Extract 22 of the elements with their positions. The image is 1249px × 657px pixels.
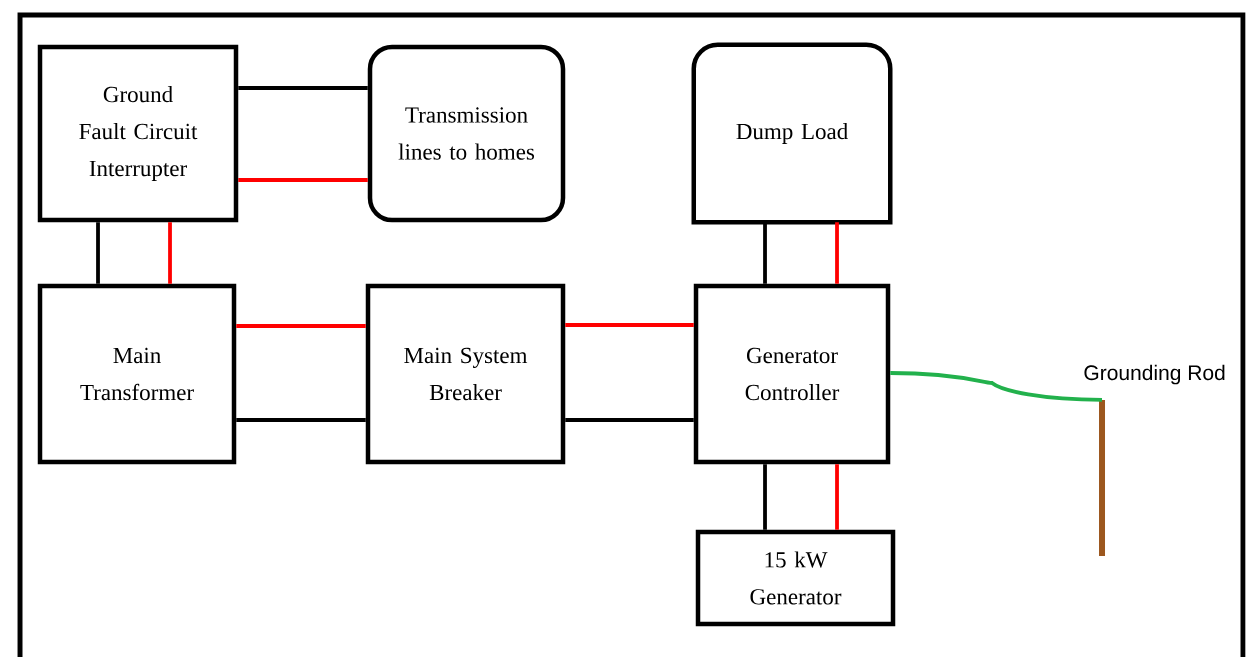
wire <box>236 418 366 422</box>
wire <box>835 222 839 284</box>
breaker-box: Ground Fault Circuit Interrupter <box>37 44 239 223</box>
wire <box>835 464 839 530</box>
wire <box>238 178 368 182</box>
wire <box>96 222 100 284</box>
wire <box>236 324 366 328</box>
transformer-box: Main Transformer <box>37 283 237 465</box>
wire <box>763 222 767 284</box>
controller-box: Generator Controller <box>693 283 891 465</box>
wire <box>565 418 694 422</box>
breaker-box: Main System Breaker <box>365 283 566 465</box>
ground-wire <box>890 371 1103 402</box>
rounded-box: Transmission lines to homes <box>367 44 566 223</box>
wire <box>763 464 767 530</box>
rod-label: Grounding Rod <box>1084 364 1225 385</box>
load-box: Dump Load <box>691 42 893 225</box>
generator-box: 15 kW Generator <box>695 529 896 627</box>
grounding-rod <box>1099 400 1105 556</box>
wire <box>238 86 368 90</box>
wire <box>168 222 172 284</box>
wire <box>565 323 694 327</box>
